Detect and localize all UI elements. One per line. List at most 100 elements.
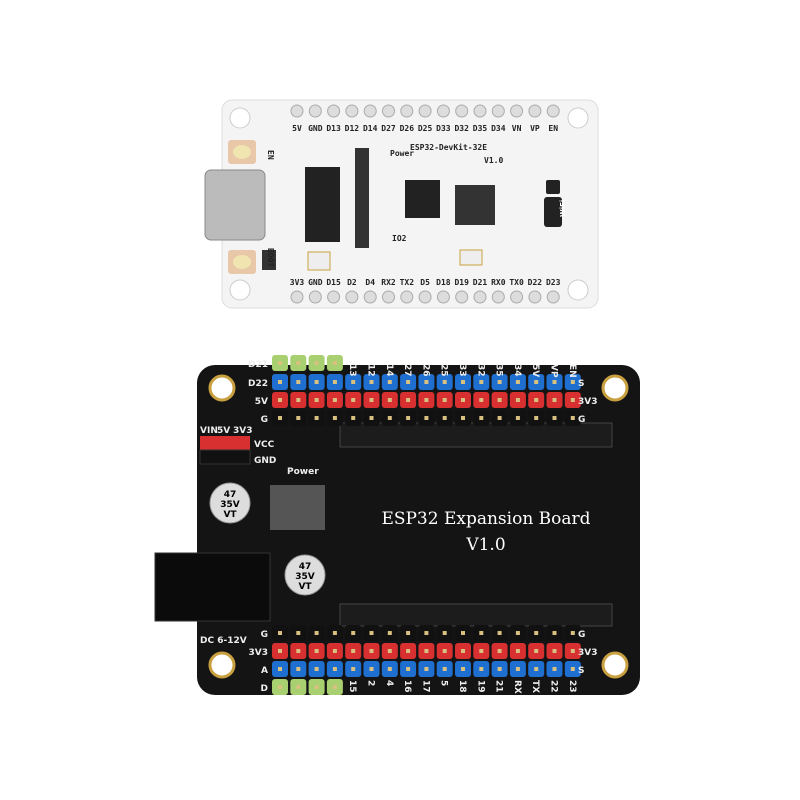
flash-chip — [405, 180, 440, 218]
pin-tip — [552, 667, 557, 671]
vcc-label: VCC — [254, 440, 275, 450]
pin-label: 13 — [347, 364, 357, 377]
pin-pad — [308, 104, 322, 118]
pin-label: D14 — [363, 124, 378, 133]
pin-tip — [570, 649, 575, 653]
pin-tip — [534, 380, 539, 384]
pin-label: D23 — [546, 278, 561, 287]
pin-label: 35 — [494, 364, 504, 377]
pin-tip — [369, 416, 374, 420]
boot-label: BOOT — [266, 248, 275, 267]
pin-pad — [363, 290, 377, 304]
pin-tip — [296, 416, 301, 420]
pin-tip — [461, 631, 465, 635]
pin-label: 34 — [512, 364, 522, 377]
wifi-label: WiFi — [559, 200, 567, 217]
row-label: A — [261, 666, 268, 676]
pin-label: D12 — [345, 124, 360, 133]
pin-tip — [314, 380, 319, 384]
pin-label: 19 — [475, 680, 485, 693]
pin-tip — [332, 416, 337, 420]
esp32-chip — [455, 185, 495, 225]
pin-label: VN — [512, 124, 522, 133]
pin-pad — [510, 290, 524, 304]
row-label: S — [578, 379, 584, 389]
pin-label: 15 — [347, 680, 357, 693]
pin-tip — [497, 380, 502, 384]
pin-pad — [345, 104, 359, 118]
pin-pad — [546, 104, 560, 118]
devkit-version: V1.0 — [484, 156, 503, 165]
pin-label: TX — [530, 680, 540, 693]
pin-tip — [387, 380, 392, 384]
pin-tip — [387, 631, 392, 635]
pin-label: 4 — [384, 680, 394, 686]
pin-label: 2 — [366, 680, 376, 686]
pin-tip — [387, 416, 392, 420]
pin-label: 21 — [494, 680, 504, 693]
power-label: Power — [287, 467, 319, 477]
pin-pad — [528, 290, 542, 304]
capacitor — [209, 482, 251, 524]
pin-tip — [497, 649, 502, 653]
pin-pad — [473, 104, 487, 118]
pin-tip — [387, 667, 392, 671]
row-label: 3V3 — [249, 648, 269, 658]
dc-jack — [154, 552, 271, 622]
pin-tip — [497, 631, 502, 635]
pin-tip — [479, 416, 484, 420]
pin-tip — [534, 649, 539, 653]
pin-tip — [406, 380, 411, 384]
pin-tip — [515, 649, 520, 653]
en-label: EN — [266, 150, 275, 160]
pin-tip — [314, 361, 319, 365]
pin-pad — [345, 290, 359, 304]
pin-tip — [332, 631, 337, 635]
cap-voltage: 35V — [295, 572, 315, 582]
pin-tip — [442, 416, 447, 420]
pin-tip — [515, 380, 520, 384]
pin-label: D33 — [436, 124, 451, 133]
pin-pad — [473, 290, 487, 304]
pin-label: 18 — [457, 680, 467, 693]
cap-type: VT — [298, 582, 312, 592]
pin-tip — [314, 398, 319, 402]
pin-tip — [406, 631, 411, 635]
pin-tip — [461, 649, 465, 653]
pin-label: D18 — [436, 278, 451, 287]
pin-pad — [418, 104, 432, 118]
female-header-bottom — [339, 603, 613, 627]
pin-tip — [296, 380, 301, 384]
pin-pad — [327, 290, 341, 304]
devkit-title: ESP32-DevKit-32E — [410, 142, 487, 152]
pin-tip — [369, 631, 374, 635]
pin-tip — [314, 667, 319, 671]
pin-label: D15 — [326, 278, 341, 287]
pin-tip — [369, 380, 374, 384]
usb-serial-chip — [305, 167, 340, 242]
pin-tip — [534, 631, 539, 635]
pin-pad — [382, 290, 395, 304]
pin-label: EN — [548, 124, 558, 133]
pin-tip — [387, 649, 392, 653]
gnd-label: GND — [254, 456, 276, 466]
pin-tip — [387, 398, 392, 402]
pin-pad — [546, 290, 560, 304]
pin-tip — [296, 631, 301, 635]
row-label: S — [578, 666, 584, 676]
row-label: G — [261, 415, 268, 425]
pin-label: D25 — [418, 124, 433, 133]
pin-tip — [570, 380, 575, 384]
pin-label: TX0 — [509, 278, 524, 287]
pin-tip — [406, 667, 411, 671]
pin-tip — [332, 685, 337, 689]
pin-tip — [278, 685, 282, 689]
row-label: 5V — [255, 397, 268, 407]
usb-c-port — [204, 169, 266, 241]
pin-tip — [534, 667, 539, 671]
pin-label: D27 — [381, 124, 396, 133]
pin-tip — [497, 398, 502, 402]
pin-label: 22 — [549, 680, 559, 693]
pin-tip — [461, 667, 465, 671]
pin-pad — [455, 290, 469, 304]
